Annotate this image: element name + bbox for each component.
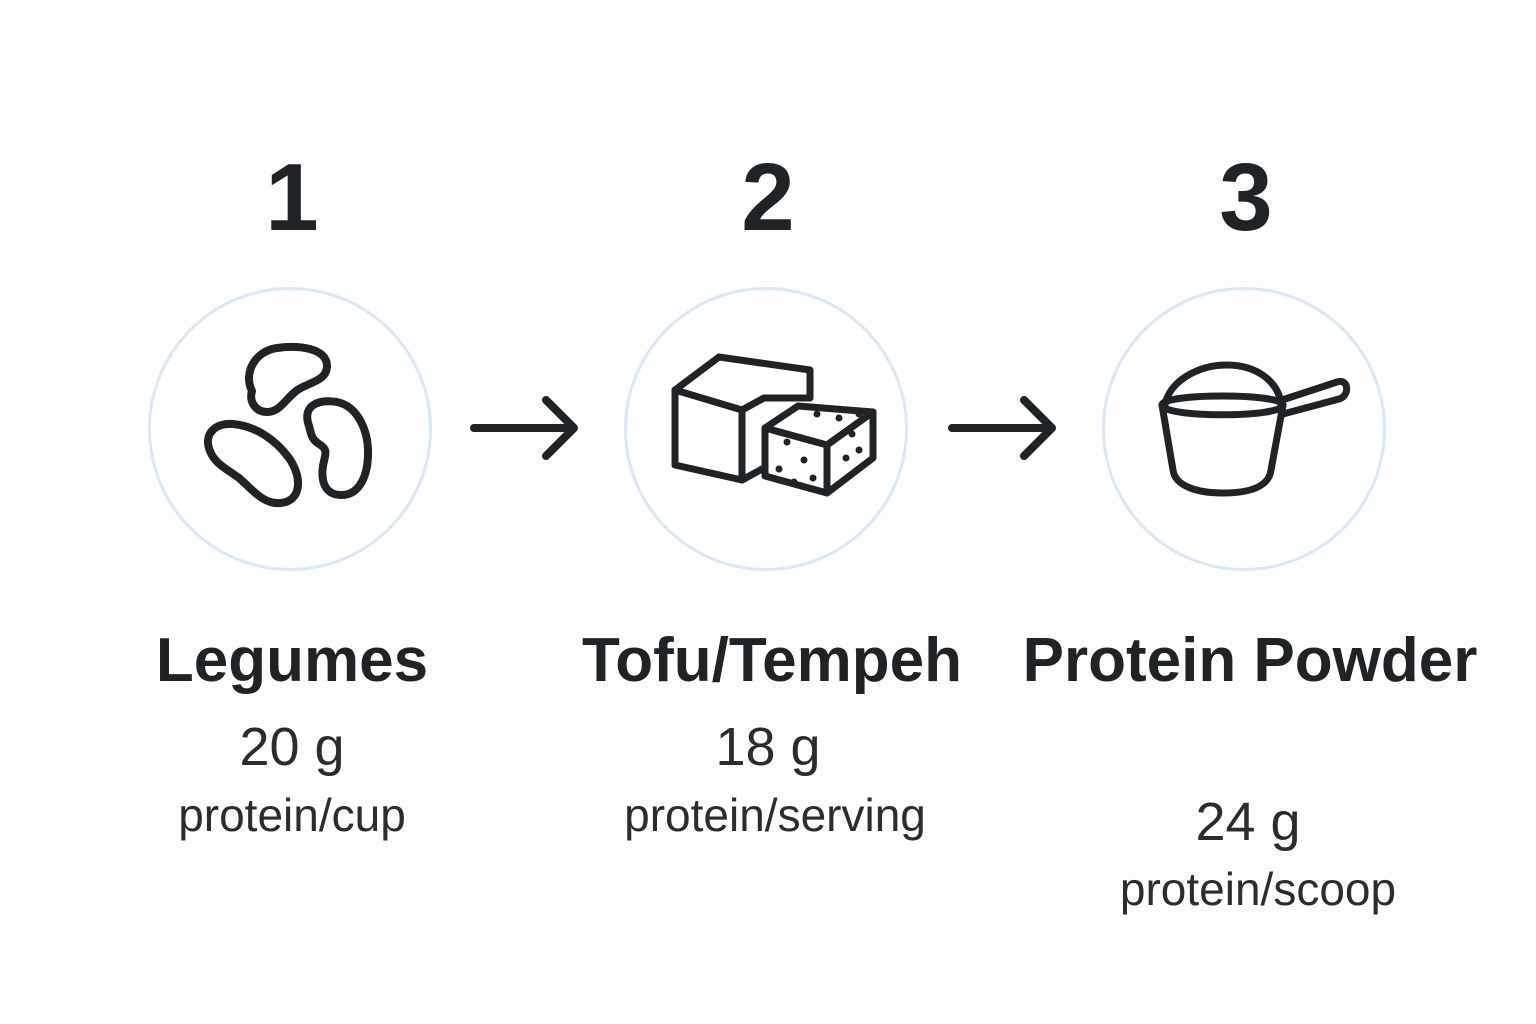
step-circle-2 bbox=[624, 287, 908, 571]
step-amount-1: 20 g bbox=[239, 717, 345, 777]
step-unit-1: protein/cup bbox=[178, 789, 406, 841]
protein-scoop-icon bbox=[1158, 361, 1351, 497]
beans-icon bbox=[204, 342, 373, 508]
step-circle-3 bbox=[1102, 287, 1386, 571]
step-unit-2: protein/serving bbox=[624, 789, 926, 841]
arrow-right-icon bbox=[470, 396, 578, 460]
step-title-3: Protein Powder bbox=[1022, 626, 1478, 695]
arrow-right-icon bbox=[948, 396, 1056, 460]
tofu-tempeh-icon bbox=[671, 353, 877, 497]
step-unit-3: protein/scoop bbox=[1119, 863, 1397, 915]
step-number-2: 2 bbox=[741, 144, 795, 251]
step-number-3: 3 bbox=[1219, 144, 1273, 251]
step-circle-1 bbox=[148, 287, 432, 571]
step-amount-2: 18 g bbox=[715, 717, 821, 777]
step-number-1: 1 bbox=[265, 144, 319, 251]
step-amount-3: 24 g bbox=[1195, 792, 1301, 852]
step-title-1: Legumes bbox=[155, 626, 429, 695]
step-title-2: Tofu/Tempeh bbox=[582, 626, 962, 695]
